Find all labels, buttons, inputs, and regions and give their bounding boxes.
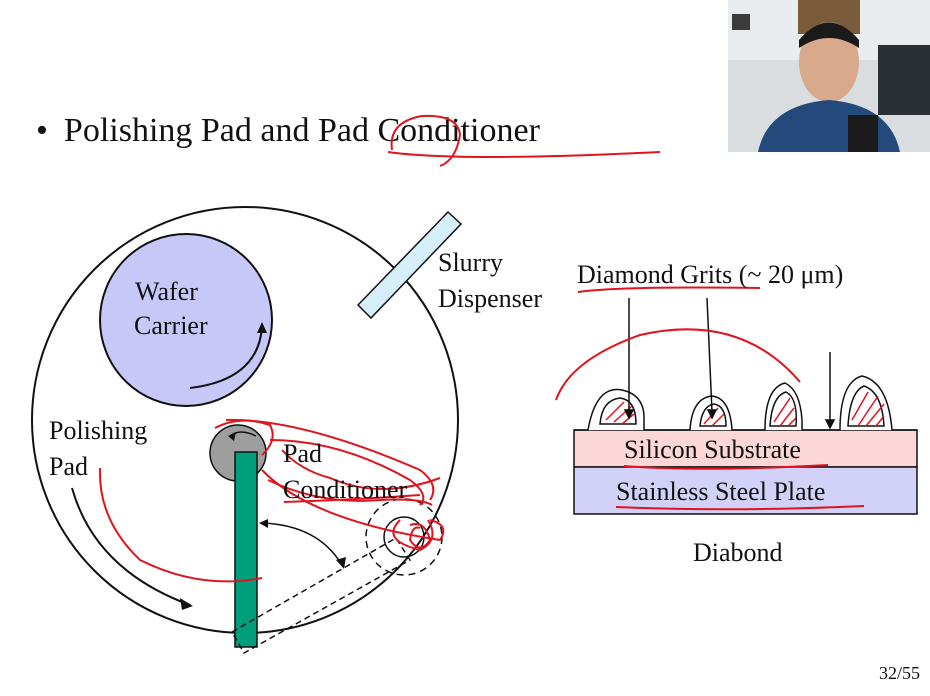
pad-rotation-arrow [71,487,191,606]
dashed-arm-position [230,536,412,655]
stainless-steel-label: Stainless Steel Plate [616,477,826,506]
wafer-carrier-circle [99,233,273,407]
pad-conditioner-label-1: Pad [283,439,322,468]
slide-title: • Polishing Pad and Pad Conditioner [36,112,540,150]
diabond-caption: Diabond [693,538,783,567]
bullet: • [36,112,48,149]
pad-conditioner-label-2: Conditioner [283,475,408,504]
slurry-dispenser-bar [356,210,463,320]
pad-arrowhead [180,598,193,610]
wafer-carrier-label-2: Carrier [134,311,208,340]
page-number: 32/55 [878,663,920,683]
silicon-substrate-label: Silicon Substrate [624,435,801,464]
conditioner-arm [234,451,258,648]
head-arrowhead [228,432,236,441]
swing-arrow [261,522,343,566]
diamond-grits-label: Diamond Grits (~ 20 μm) [577,260,844,289]
swing-arrowhead-left [259,519,268,528]
silicon-substrate-layer [573,429,918,468]
presenter-video-icon [728,0,930,152]
grit-pointer-arrows [623,297,836,430]
grit-hatching [605,391,885,427]
carrier-rotation-arrow [189,326,263,389]
swing-arrowhead-right [336,557,346,569]
slide-title-text: Polishing Pad and Pad Conditioner [63,112,540,149]
wafer-carrier-label-1: Wafer [135,277,198,306]
red-annotations [98,114,865,583]
slurry-label-1: Slurry [438,248,503,277]
presenter-webcam [728,0,930,152]
carrier-arrowhead [257,322,267,333]
polishing-pad-label-1: Polishing [49,416,148,445]
slurry-label-2: Dispenser [438,284,542,313]
polishing-pad-label-2: Pad [49,452,88,481]
